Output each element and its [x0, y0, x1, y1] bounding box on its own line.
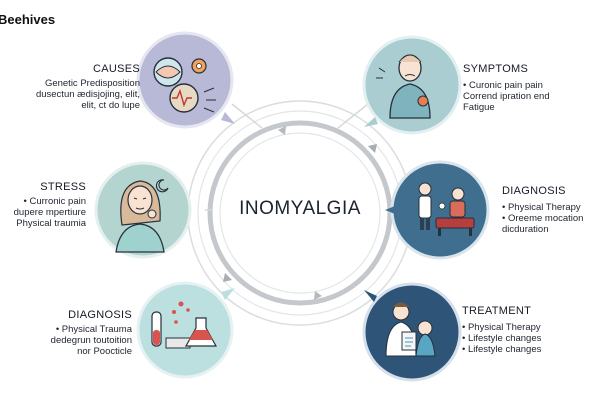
diagnosis-right-line: dicduration [502, 224, 549, 235]
diagnosis-right-heading: DIAGNOSIS [502, 185, 566, 197]
causes-line: elit, ct do lupe [81, 100, 140, 111]
rays-icon [203, 87, 216, 113]
symptoms-line: Fatigue [463, 102, 495, 113]
treatment-heading: TREATMENT [462, 305, 532, 317]
moon-icon [155, 179, 169, 193]
diagnosis-left-node [136, 281, 235, 379]
rays-small-icon [376, 67, 386, 79]
diagnosis-right-text-block: DIAGNOSIS • Physical Therapy • Oreeme mo… [502, 185, 600, 236]
causes-line: dusectun ædisjojing, elit, [35, 89, 140, 100]
treatment-line: • Lifestyle changes [462, 344, 542, 355]
diagnosis-left-line: dedegrun toutoition [50, 335, 132, 346]
arrow-top-right-icon [368, 144, 377, 153]
stress-line: • Curronic pain [23, 196, 86, 207]
arrow-bottom-icon [314, 291, 322, 300]
center-label: INOMYALGIA [239, 198, 361, 219]
treatment-line: • Physical Therapy [462, 322, 541, 333]
causes-heading: CAUSES [92, 63, 140, 75]
symptoms-line: • Curonic pain pain [463, 80, 543, 91]
sad-person-icon [389, 54, 431, 119]
stress-line: dupere mpertiure [13, 207, 86, 218]
stress-node [94, 161, 192, 259]
treatment-node [362, 282, 462, 382]
diagnosis-right-line: • Oreeme mocation [502, 213, 584, 224]
diagnosis-left-line: • Physical Trauma [55, 324, 132, 335]
diagnosis-left-heading: DIAGNOSIS [68, 309, 132, 321]
arrow-top-icon [278, 126, 286, 135]
main-ring [207, 120, 393, 306]
stress-line: Physical traumia [16, 218, 86, 229]
arrow-bottom-left-icon [223, 273, 232, 282]
treatment-line: • Lifestyle changes [462, 333, 542, 344]
lab-flasks-icon [151, 301, 218, 349]
gear-icon [191, 58, 207, 74]
diagnosis-left-line: nor Poocticle [77, 346, 132, 357]
stress-heading: STRESS [40, 181, 86, 193]
doctor-clipboard-icon [385, 302, 436, 357]
treatment-text-block: TREATMENT • Physical Therapy • Lifestyle… [462, 305, 600, 356]
causes-node [136, 31, 235, 129]
causes-line: Genetic Predisposition [44, 78, 140, 89]
symptoms-heading: SYMPTOMS [463, 63, 529, 75]
dna-icon [153, 57, 183, 87]
symptoms-node [362, 35, 462, 135]
symptoms-line: Corrend ipration end [463, 91, 550, 102]
page-title: Beehives [0, 12, 56, 27]
stress-text-block: STRESS • Curronic pain dupere mpertiure … [0, 181, 86, 230]
inner-ring [219, 132, 381, 294]
diagnosis-left-text-block: DIAGNOSIS • Physical Trauma dedegrun tou… [0, 309, 132, 358]
heartbeat-icon [169, 83, 199, 113]
diagnosis-right-node [385, 160, 490, 260]
diagnosis-right-line: • Physical Therapy [502, 202, 581, 213]
causes-text-block: CAUSES Genetic Predisposition dusectun æ… [0, 63, 140, 112]
spoke-causes [231, 103, 263, 129]
symptoms-text-block: SYMPTOMS • Curonic pain pain Corrend ipr… [463, 63, 600, 114]
spoke-symptoms [337, 103, 369, 129]
stressed-woman-icon [115, 180, 165, 253]
doctor-patient-icon [418, 182, 475, 236]
